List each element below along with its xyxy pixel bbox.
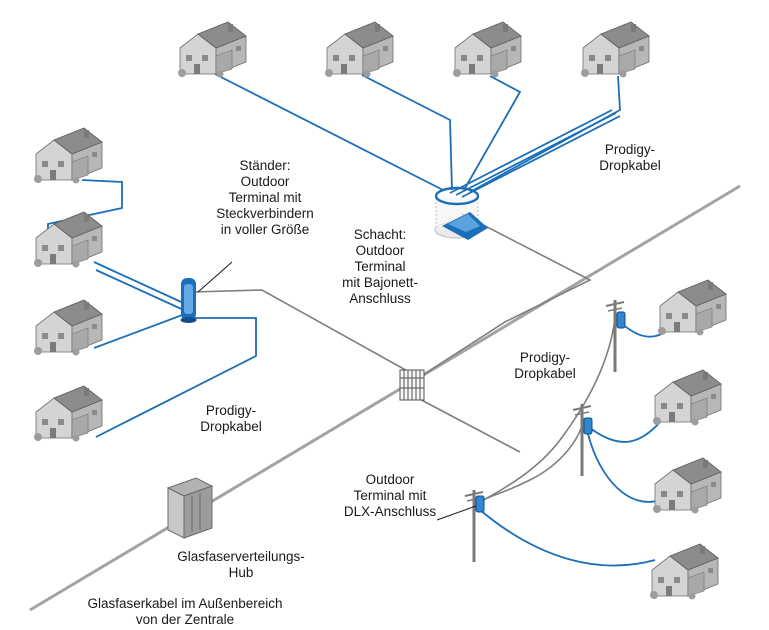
label-staender: Ständer: Outdoor Terminal mit Steckverbi…	[210, 158, 320, 238]
dlx-leader-line	[436, 505, 477, 521]
house-icon	[649, 543, 719, 600]
label-schacht: Schacht: Outdoor Terminal mit Bajonett- …	[325, 227, 435, 307]
house-icon	[652, 369, 722, 426]
schacht-line: Anschluss	[349, 291, 411, 306]
house-icon	[33, 385, 103, 442]
label-prodigy-left: Prodigy- Dropkabel	[186, 403, 276, 435]
label-prodigy-top: Prodigy- Dropkabel	[585, 142, 675, 174]
house-icon	[580, 21, 650, 78]
schacht-line: Terminal	[354, 259, 406, 274]
house-icon	[452, 21, 522, 78]
house-icon	[652, 457, 722, 514]
staender-line: Ständer:	[239, 158, 291, 173]
vault-terminal-icon	[434, 186, 488, 240]
feeder-cables	[191, 213, 616, 506]
trunk-cable	[29, 184, 741, 612]
prodigy-line: Prodigy-	[205, 403, 257, 418]
trunk-line: von der Zentrale	[135, 612, 235, 627]
house-icon	[177, 21, 247, 78]
pedestal-terminal-icon	[180, 261, 233, 323]
label-trunk: Glasfaserkabel im Außenbereich von der Z…	[60, 596, 310, 628]
label-outdoor-dlx: Outdoor Terminal mit DLX-Anschluss	[335, 472, 445, 520]
label-prodigy-right: Prodigy- Dropkabel	[500, 350, 590, 382]
schacht-line: Outdoor	[355, 243, 405, 258]
prodigy-line: Dropkabel	[514, 366, 576, 381]
label-hub: Glasfaserverteilungs- Hub	[166, 549, 316, 581]
staender-line: Steckverbindern	[216, 206, 314, 221]
prodigy-line: Prodigy-	[519, 350, 571, 365]
staender-line: in voller Größe	[220, 222, 310, 237]
house-icon	[33, 211, 103, 268]
schacht-line: mit Bajonett-	[342, 275, 418, 290]
trunk-line: Glasfaserkabel im Außenbereich	[87, 596, 283, 611]
staender-line: Outdoor	[240, 174, 290, 189]
hub-line: Hub	[228, 565, 254, 580]
dlx-line: DLX-Anschluss	[343, 504, 437, 519]
house-icon	[657, 279, 727, 336]
dlx-terminal-icon	[475, 311, 626, 513]
house-icon	[33, 127, 103, 184]
dlx-line: Terminal mit	[353, 488, 427, 503]
house-icon	[33, 299, 103, 356]
prodigy-line: Dropkabel	[599, 158, 661, 173]
hub-line: Glasfaserverteilungs-	[177, 549, 305, 564]
house-icon	[324, 21, 394, 78]
prodigy-line: Dropkabel	[200, 419, 262, 434]
splice-closure-icon	[399, 369, 425, 401]
staender-line: Terminal mit	[228, 190, 302, 205]
drop-cables-top	[214, 73, 621, 198]
schacht-line: Schacht:	[353, 227, 407, 242]
prodigy-line: Prodigy-	[604, 142, 656, 157]
utility-pole-icon	[605, 299, 625, 373]
hub-cabinet-icon	[166, 477, 214, 539]
dlx-line: Outdoor	[365, 472, 415, 487]
